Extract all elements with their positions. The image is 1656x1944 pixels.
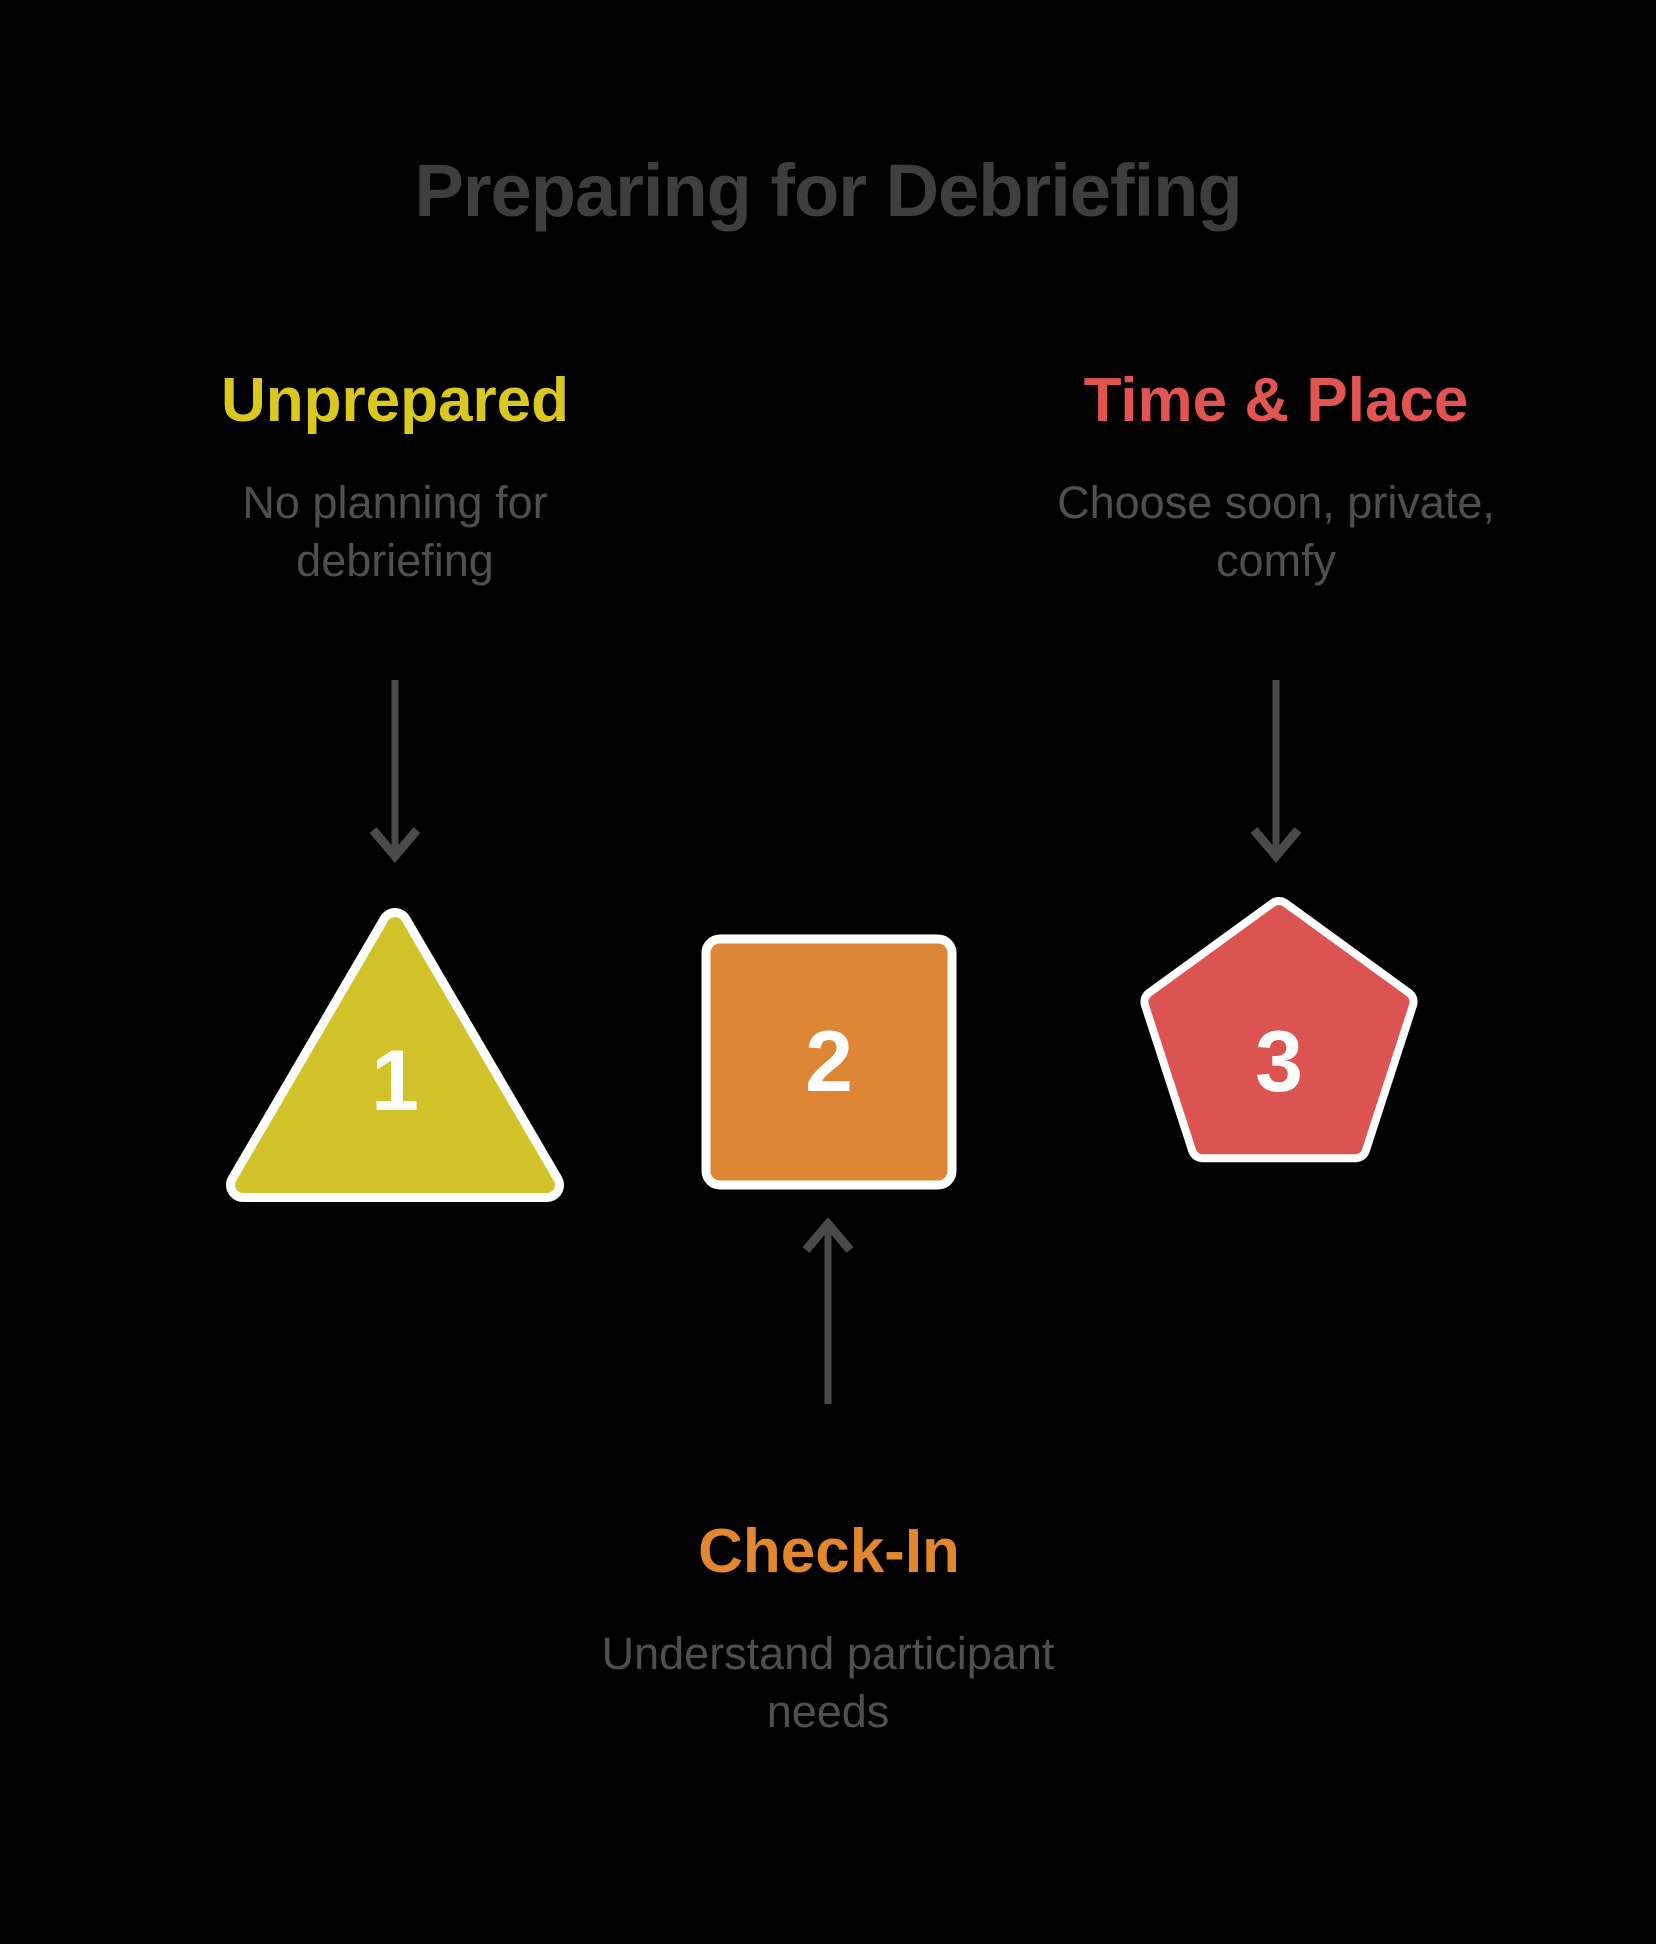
step-1-number: 1 xyxy=(371,1033,419,1129)
step-3-description: Choose soon, private, comfy xyxy=(1057,477,1495,586)
arrow-head xyxy=(369,827,421,863)
arrow-head xyxy=(802,1218,854,1253)
step-1-triangle-shape: 1 xyxy=(215,885,575,1215)
step-3-number: 3 xyxy=(1255,1014,1303,1110)
step-2-label: Check-In xyxy=(698,1517,960,1586)
triangle-fill xyxy=(235,917,555,1193)
pentagon-fill xyxy=(1148,905,1410,1155)
arrow-down-icon xyxy=(1250,680,1302,863)
page-title: Preparing for Debriefing xyxy=(414,149,1242,232)
step-2-square-shape: 2 xyxy=(700,933,958,1191)
step-3-label: Time & Place xyxy=(1083,366,1469,435)
arrow-head xyxy=(1250,827,1302,863)
square-fill xyxy=(701,934,957,1190)
arrow-down-icon xyxy=(369,680,421,863)
step-2-description: Understand participant needs xyxy=(601,1628,1055,1737)
step-3-pentagon-shape: 3 xyxy=(1124,890,1434,1200)
arrow-up-icon xyxy=(802,1218,854,1404)
step-2-number: 2 xyxy=(805,1014,853,1110)
step-1-description: No planning for debriefing xyxy=(242,477,548,586)
step-1-label: Unprepared xyxy=(221,366,569,435)
